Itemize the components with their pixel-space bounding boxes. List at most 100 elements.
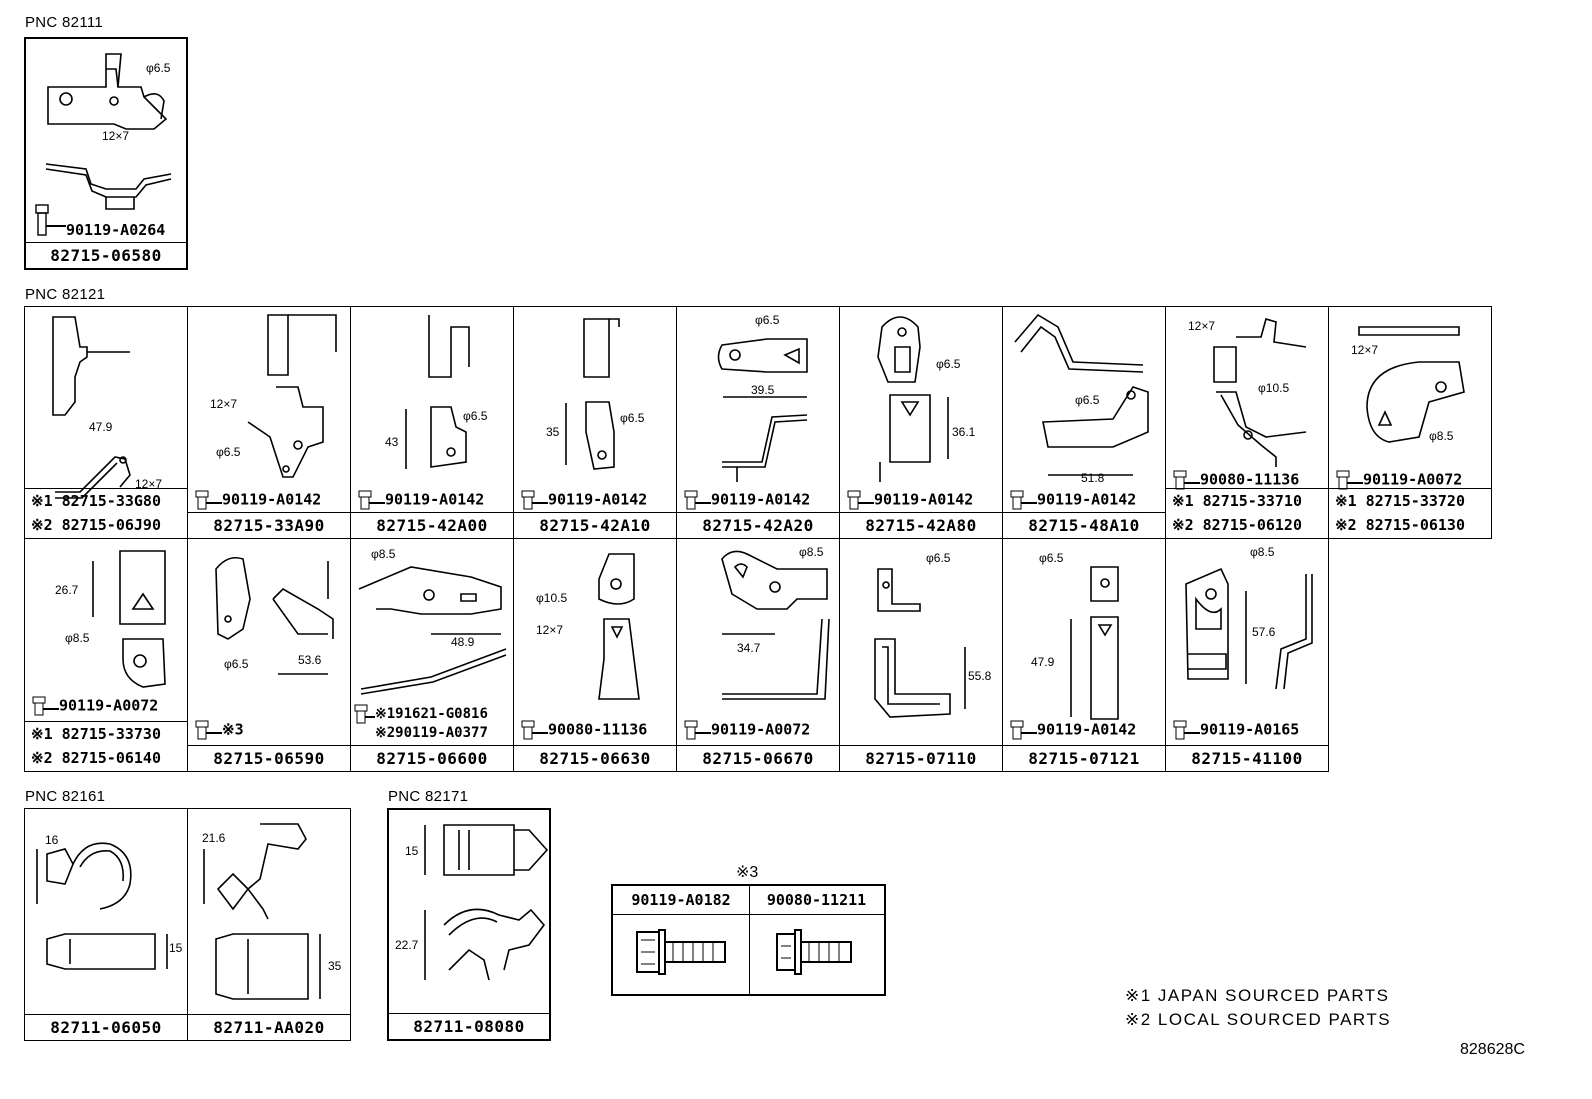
dim-label: φ10.5 xyxy=(536,591,568,605)
dim-label: 57.6 xyxy=(1252,625,1276,639)
dim-label: 51.8 xyxy=(1081,471,1105,485)
part-cell-82711-08080[interactable]: 15 22.7 82711-08080 xyxy=(387,808,551,1041)
dim-label: 39.5 xyxy=(751,383,775,397)
dim-label: 43 xyxy=(385,435,399,449)
dim-label: 47.9 xyxy=(89,420,113,434)
bolt-number-row: ※3 xyxy=(194,719,244,741)
part-cell-82715-06630[interactable]: φ10.5 12×7 90080-11136 82715-06630 xyxy=(513,538,677,772)
bracket-drawing xyxy=(1070,566,1119,720)
bolt-number-row: 90119-A0072 xyxy=(31,695,158,717)
pnc-82111-label: PNC 82111 xyxy=(25,14,104,31)
bolt-icon xyxy=(1173,470,1200,490)
bolt-icon xyxy=(32,696,59,716)
part-cell-82715-41100[interactable]: φ8.5 57.6 90119-A0165 82715-41100 xyxy=(1165,538,1329,772)
bracket-drawing xyxy=(1185,567,1313,690)
bolt-icon xyxy=(1336,470,1363,490)
bolt-number-row: 90119-A0142 xyxy=(357,489,484,511)
japan-part-number: ※1 82715-33G80 xyxy=(31,492,161,510)
part-cell-82715-07121[interactable]: φ6.5 47.9 90119-A0142 82715-07121 xyxy=(1002,538,1166,772)
bolt-icon xyxy=(1010,720,1037,740)
part-cell-82715-42A20[interactable]: φ6.5 39.5 90119-A0142 82715-42A20 xyxy=(676,306,840,539)
bolt-number-row: 90119-A0142 xyxy=(1009,489,1136,511)
figure-id: 828628C xyxy=(1460,1041,1525,1058)
dim-label: 34.7 xyxy=(737,641,761,655)
bracket-drawing xyxy=(1358,326,1465,443)
part-number: 82715-42A80 xyxy=(840,512,1002,538)
dim-label: φ10.5 xyxy=(1258,381,1290,395)
local-part-number: ※2 82715-06140 xyxy=(31,749,161,767)
dim-label: φ6.5 xyxy=(936,357,961,371)
dim-label: 21.6 xyxy=(202,831,226,845)
part-number: 82711-06050 xyxy=(25,1014,187,1040)
part-cell-82715-33G80[interactable]: 47.9 12×7 ※1 82715-33G80 ※2 82715-06J90 xyxy=(24,306,188,539)
japan-part-number: ※1 82715-33710 xyxy=(1172,492,1302,510)
dim-label: φ8.5 xyxy=(65,631,90,645)
bolt-number: ※290119-A0377 xyxy=(375,725,488,741)
part-cell-82715-33A90[interactable]: 12×7 φ6.5 90119-A0142 82715-33A90 xyxy=(187,306,351,539)
bolt-icon xyxy=(195,490,222,510)
table-divider xyxy=(749,914,750,994)
part-number: 82715-33A90 xyxy=(188,512,350,538)
dim-label: 16 xyxy=(45,833,59,847)
part-number: 82715-07110 xyxy=(840,745,1002,771)
part-cell-82715-33720[interactable]: 12×7 φ8.5 90119-A0072 ※1 82715-33720 ※2 … xyxy=(1328,306,1492,539)
bracket-drawing xyxy=(717,338,808,482)
dim-label: φ6.5 xyxy=(224,657,249,671)
part-number: 82715-06600 xyxy=(351,745,513,771)
legend-local-sourced: ※2 LOCAL SOURCED PARTS xyxy=(1125,1010,1392,1029)
part-number: 82715-42A20 xyxy=(677,512,839,538)
dim-label: φ8.5 xyxy=(1250,545,1275,559)
part-cell-82715-06600[interactable]: φ8.5 48.9 ※191621-G0816 ※290119-A0377 82… xyxy=(350,538,514,772)
part-cell-82715-42A80[interactable]: φ6.5 36.1 90119-A0142 82715-42A80 xyxy=(839,306,1003,539)
dim-label: φ6.5 xyxy=(755,313,780,327)
bolt-number: 90080-11136 xyxy=(548,720,648,739)
part-number: 82715-48A10 xyxy=(1003,512,1165,538)
dim-label: 35 xyxy=(328,959,342,973)
bolt-icon xyxy=(354,704,375,724)
part-cell-82715-06590[interactable]: φ6.5 53.6 ※3 82715-06590 xyxy=(187,538,351,772)
part-cell-82715-42A10[interactable]: 35 φ6.5 90119-A0142 82715-42A10 xyxy=(513,306,677,539)
bolt-number-row: 90119-A0142 xyxy=(194,489,321,511)
dim-label: φ6.5 xyxy=(146,61,171,75)
dim-label: φ6.5 xyxy=(926,551,951,565)
dim-label: 35 xyxy=(546,425,560,439)
bolt-number-row: 90119-A0142 xyxy=(520,489,647,511)
bolt-number-row: 90080-11136 xyxy=(520,719,647,741)
bolt-number-row: 90119-A0142 xyxy=(683,489,810,511)
bolt-number: 90119-A0072 xyxy=(1363,470,1463,489)
part-cell-82715-48A10[interactable]: φ6.5 51.8 90119-A0142 82715-48A10 xyxy=(1002,306,1166,539)
bracket-drawing xyxy=(52,316,131,499)
clamp-drawing xyxy=(424,824,549,981)
part-cell-82715-07110[interactable]: φ6.5 55.8 82715-07110 xyxy=(839,538,1003,772)
part-cell-82715-33730[interactable]: 26.7 φ8.5 90119-A0072 ※1 82715-33730 ※2 … xyxy=(24,538,188,772)
dim-label: 26.7 xyxy=(55,583,79,597)
part-cell-82715-33710[interactable]: 12×7 φ10.5 90080-11136 ※1 82715-33710 ※2… xyxy=(1165,306,1329,539)
bolt-number-row: 90119-A0142 xyxy=(846,489,973,511)
part-cell-82715-42A00[interactable]: 43 φ6.5 90119-A0142 82715-42A00 xyxy=(350,306,514,539)
part-cell-82711-06050[interactable]: 16 15 82711-06050 xyxy=(24,808,188,1041)
bolt-number: 90119-A0072 xyxy=(59,696,159,715)
bolt-number: 90119-A0142 xyxy=(711,490,811,509)
dim-label: 15 xyxy=(405,844,419,858)
dim-label: φ6.5 xyxy=(463,409,488,423)
bracket-drawing xyxy=(358,566,507,695)
note3-title: ※3 xyxy=(736,864,759,881)
washer-bolt-icon xyxy=(776,929,852,975)
bolt-number-row: 90119-A0072 xyxy=(1335,469,1462,491)
note3-table: 90119-A0182 90080-11211 xyxy=(611,884,886,996)
dim-label: 53.6 xyxy=(298,653,322,667)
bolt-icon xyxy=(521,720,548,740)
part-cell-82711-AA020[interactable]: 21.6 35 82711-AA020 xyxy=(187,808,351,1041)
local-part-number: ※2 82715-06J90 xyxy=(31,516,161,534)
part-number: 82715-42A00 xyxy=(351,512,513,538)
pnc-82121-label: PNC 82121 xyxy=(25,286,106,303)
part-cell-82715-06670[interactable]: φ8.5 34.7 90119-A0072 82715-06670 xyxy=(676,538,840,772)
bolt-number: 90119-A0264 xyxy=(66,221,166,239)
part-cell-82715-06580[interactable]: φ6.5 12×7 90119-A0264 82715-06580 xyxy=(24,37,188,270)
part-number: 82715-06580 xyxy=(26,242,186,268)
part-number: 82715-06630 xyxy=(514,745,676,771)
bolt-number: 90119-A0142 xyxy=(1037,720,1137,739)
bracket-drawing xyxy=(1213,317,1307,467)
note3-col1-header: 90119-A0182 xyxy=(613,886,750,915)
part-number-pair: ※1 82715-33710 ※2 82715-06120 xyxy=(1166,488,1328,538)
